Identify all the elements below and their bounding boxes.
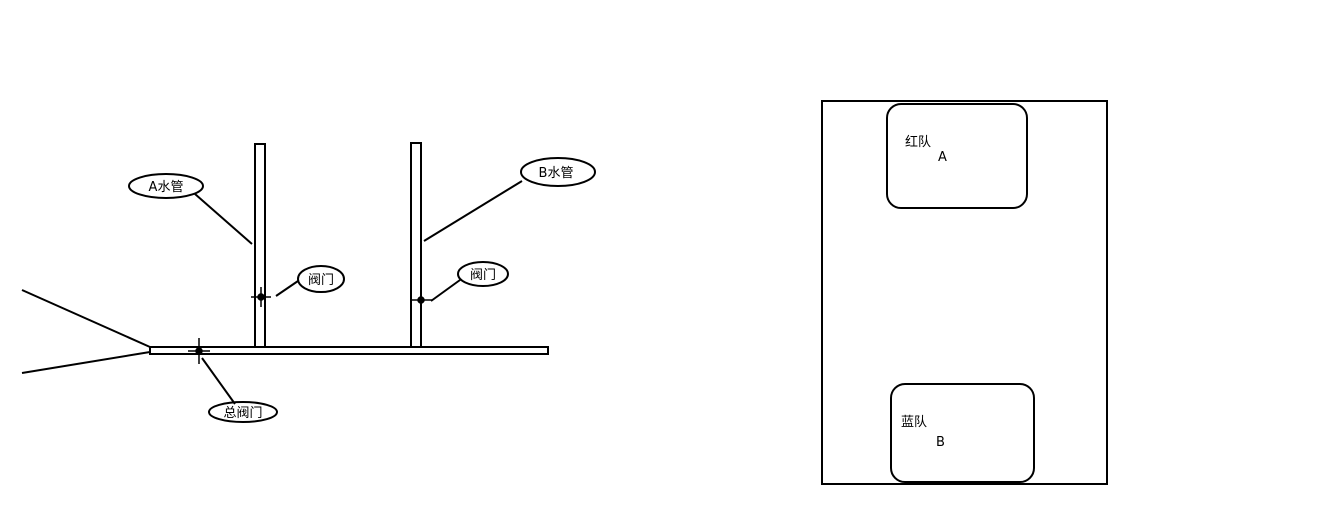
red-team-label: 红队: [905, 134, 931, 150]
blue-team-label: 蓝队: [901, 415, 927, 430]
leader-valve-b: [430, 279, 461, 302]
main-valve-label: 总阀门: [223, 406, 262, 421]
valve-b-icon: [410, 290, 432, 310]
field-diagram: [821, 100, 1108, 485]
red-team-letter: A: [938, 150, 947, 165]
main-pipe: [149, 346, 549, 355]
field-boundary: [821, 100, 1108, 485]
pipe-b-label: B水管: [539, 166, 574, 181]
red-team-zone: [886, 103, 1028, 209]
valve-a-label: 阀门: [308, 273, 334, 288]
pipe-a-label: A水管: [149, 180, 184, 195]
leader-pipe-a: [194, 193, 253, 245]
leader-pipe-b: [423, 180, 523, 242]
callout-pipe-b: [520, 157, 596, 187]
inlet-line-bottom: [21, 351, 151, 374]
pipe-b: [410, 142, 422, 348]
callout-valve-a: [297, 265, 345, 293]
callout-main-valve: [208, 401, 278, 423]
callout-valve-b: [457, 261, 509, 287]
pipe-system: [21, 142, 596, 423]
leader-main-valve: [201, 357, 236, 405]
pipe-a: [254, 143, 266, 348]
valve-a-icon: [251, 287, 271, 307]
blue-team-letter: B: [936, 435, 945, 450]
valve-b-label: 阀门: [470, 268, 496, 283]
leader-valve-a: [275, 280, 299, 297]
callout-pipe-a: [128, 173, 204, 199]
main-valve-icon: [188, 338, 210, 364]
blue-team-zone: [890, 383, 1035, 483]
inlet-line-top: [21, 289, 151, 348]
